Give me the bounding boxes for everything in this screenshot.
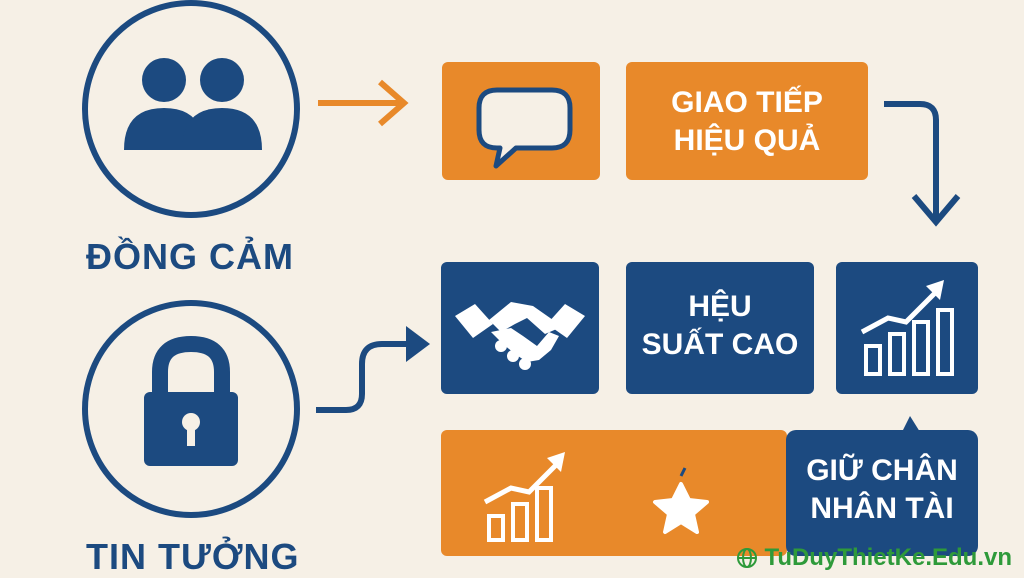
arrow-communication-to-growth [884, 101, 961, 227]
performance-box: HỆU SUẤT CAO [626, 262, 814, 394]
speech-tail [902, 416, 920, 432]
trust-circle [82, 300, 300, 518]
growth-box [836, 262, 978, 394]
retention-box: GIỮ CHÂN NHÂN TÀI [786, 416, 978, 556]
arrow-trust-to-collaboration [316, 326, 430, 413]
communication-box: GIAO TIẾP HIỆU QUẢ [626, 62, 868, 180]
arrow-empathy-to-communication [318, 79, 409, 127]
communication-icon-box [442, 62, 600, 180]
communication-label: GIAO TIẾP HIỆU QUẢ [671, 86, 823, 157]
handshake-icon [455, 302, 585, 370]
collaboration-box [441, 262, 599, 394]
empathy-circle [82, 0, 300, 218]
growth-chart-icon [483, 452, 565, 542]
watermark-text: TuDuyThietKe.Edu.vn [764, 544, 1012, 571]
retention-label: GIỮ CHÂN NHÂN TÀI [806, 454, 958, 525]
performance-label: HỆU SUẤT CAO [641, 290, 799, 361]
speech-bubble-icon [476, 87, 573, 169]
trust-label: TIN TƯỞNG [86, 536, 300, 577]
globe-icon [737, 548, 758, 568]
empathy-label: ĐỒNG CẢM [86, 236, 294, 277]
growth-chart-icon [860, 280, 954, 376]
users-icon [124, 58, 262, 150]
retention-icons-box [441, 430, 787, 556]
star-icon [653, 467, 709, 534]
watermark: TuDuyThietKe.Edu.vn [736, 544, 1012, 572]
lock-icon [144, 335, 238, 466]
